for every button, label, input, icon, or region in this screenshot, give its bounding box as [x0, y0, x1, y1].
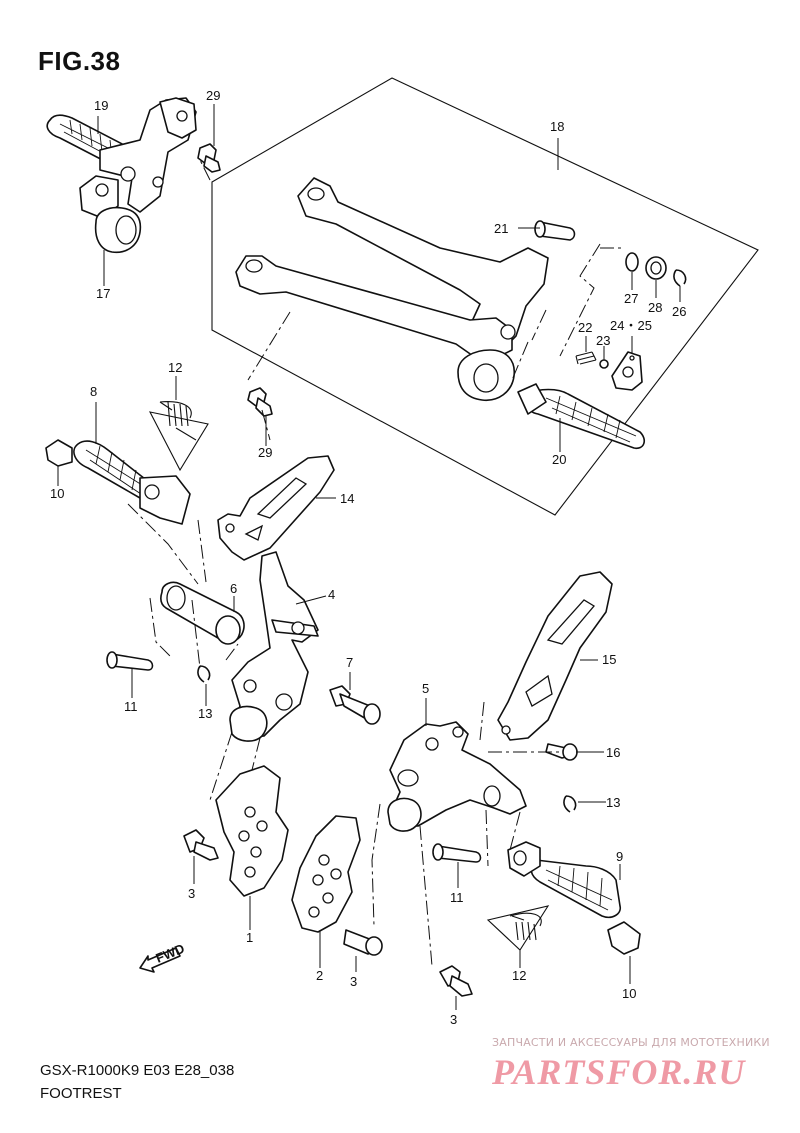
part-23-ball — [599, 359, 609, 369]
part-9-footpeg — [507, 841, 622, 919]
part-22-spring — [575, 351, 597, 365]
callout-28: 28 — [648, 300, 662, 315]
part-12-spring-upper — [148, 401, 209, 472]
part-16-bolt — [545, 743, 578, 761]
part-24-25-detent-plate — [611, 351, 643, 391]
callout-14: 14 — [340, 491, 354, 506]
part-27-washer — [625, 252, 639, 272]
part-10-cap-right — [607, 921, 641, 955]
part-7-bolt — [329, 685, 381, 725]
callout-12-lower: 12 — [512, 968, 526, 983]
part-3-bolt-a — [183, 829, 219, 861]
callout-24-25: 24・25 — [610, 318, 652, 333]
part-26-e-clip — [673, 269, 687, 287]
part-6-footpeg-holder — [160, 581, 245, 645]
part-5-footrest-bracket — [387, 721, 527, 832]
part-21-pin — [534, 220, 576, 241]
part-14-heel-guard — [217, 455, 335, 561]
callout-16: 16 — [606, 745, 620, 760]
fwd-arrow-icon — [139, 947, 181, 973]
callout-6: 6 — [230, 581, 237, 596]
callout-18: 18 — [550, 119, 564, 134]
watermark-caption: ЗАПЧАСТИ И АКСЕССУАРЫ ДЛЯ МОТОТЕХНИКИ — [492, 1036, 770, 1049]
callout-2: 2 — [316, 968, 323, 983]
kit-group-frame — [211, 77, 759, 516]
callout-20: 20 — [552, 452, 566, 467]
part-28-washer — [645, 256, 667, 280]
part-19-footpeg-assembly — [46, 97, 197, 254]
callout-3-c: 3 — [450, 1012, 457, 1027]
section-name: FOOTREST — [40, 1085, 122, 1102]
callout-17: 17 — [96, 286, 110, 301]
callout-11-left: 11 — [124, 699, 138, 714]
callout-13-right: 13 — [606, 795, 620, 810]
callout-9: 9 — [616, 849, 623, 864]
callout-22: 22 — [578, 320, 592, 335]
callout-29-mid: 29 — [258, 445, 272, 460]
part-1-plate — [215, 765, 289, 897]
callout-26: 26 — [672, 304, 686, 319]
callout-19: 19 — [94, 98, 108, 113]
callout-3-b: 3 — [350, 974, 357, 989]
callout-13-left: 13 — [198, 706, 212, 721]
callout-21: 21 — [494, 221, 508, 236]
part-10-cap-left — [45, 439, 73, 467]
callout-7: 7 — [346, 655, 353, 670]
part-2-plate — [291, 815, 361, 933]
callout-29-top: 29 — [206, 88, 220, 103]
model-code: GSX-R1000K9 E03 E28_038 — [40, 1062, 235, 1079]
part-13-e-clip-right — [563, 795, 577, 813]
part-8-front-footpeg — [73, 440, 191, 525]
part-29-bolt-top — [197, 143, 221, 173]
callout-5: 5 — [422, 681, 429, 696]
callout-27: 27 — [624, 291, 638, 306]
part-15-heel-guard — [497, 571, 613, 741]
part-4-footrest-bracket — [229, 551, 319, 742]
callout-12-upper: 12 — [168, 360, 182, 375]
callout-10-right: 10 — [622, 986, 636, 1001]
figure-title: FIG.38 — [38, 46, 121, 76]
part-13-e-clip-left — [197, 665, 211, 683]
watermark-logo: PARTSFOR.RU — [492, 1052, 746, 1092]
callout-8: 8 — [90, 384, 97, 399]
callout-11-right: 11 — [450, 890, 464, 905]
part-20-rear-footpeg — [517, 383, 646, 450]
part-18-rear-bracket — [235, 177, 549, 401]
callout-23: 23 — [596, 333, 610, 348]
callout-10-left: 10 — [50, 486, 64, 501]
callout-1: 1 — [246, 930, 253, 945]
part-3-bolt-b — [343, 929, 383, 956]
callout-15: 15 — [602, 652, 616, 667]
part-11-pin-right — [432, 843, 482, 863]
fwd-label: FWD — [154, 941, 187, 966]
part-29-bolt-mid — [247, 387, 273, 417]
callout-4: 4 — [328, 587, 335, 602]
part-11-pin-left — [106, 651, 154, 671]
part-12-spring-lower — [486, 905, 550, 951]
callout-3-a: 3 — [188, 886, 195, 901]
part-3-bolt-c — [439, 965, 473, 997]
